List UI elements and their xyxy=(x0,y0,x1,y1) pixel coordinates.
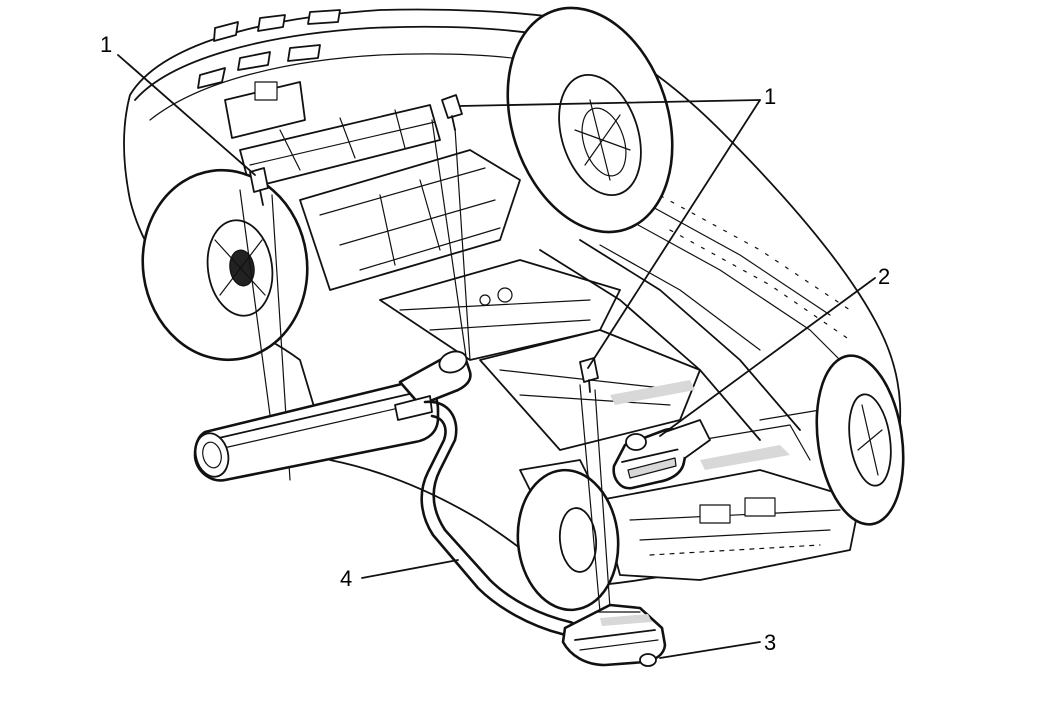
rear-left-wheel xyxy=(141,168,309,362)
vehicle-underbody xyxy=(123,8,902,591)
callout-leaders xyxy=(117,54,876,659)
leader-3 xyxy=(659,641,761,659)
hanger-rear-right xyxy=(441,94,463,131)
muffler-assembly xyxy=(193,350,472,482)
hanger-guide-lines xyxy=(239,119,611,613)
leader-4 xyxy=(361,559,459,579)
callout-1-left: 1 xyxy=(100,32,112,57)
callout-labels: 1 1 2 3 4 xyxy=(100,32,890,655)
callout-1-right: 1 xyxy=(764,84,776,109)
spare-wheel xyxy=(506,6,674,234)
leader-1b-lower xyxy=(587,99,761,369)
leader-2 xyxy=(659,277,876,437)
leader-1b-upper xyxy=(459,99,761,107)
callout-4: 4 xyxy=(340,566,352,591)
callout-2: 2 xyxy=(878,264,890,289)
front-pipe-resonator xyxy=(561,603,667,667)
hanger-front xyxy=(579,357,599,393)
exhaust-hangers xyxy=(249,94,599,393)
leader-1a xyxy=(117,54,256,176)
intermediate-pipe xyxy=(420,400,587,640)
catalytic-converter xyxy=(612,419,711,490)
front-left-wheel xyxy=(516,468,620,612)
callout-3: 3 xyxy=(764,630,776,655)
front-right-wheel xyxy=(815,354,905,526)
